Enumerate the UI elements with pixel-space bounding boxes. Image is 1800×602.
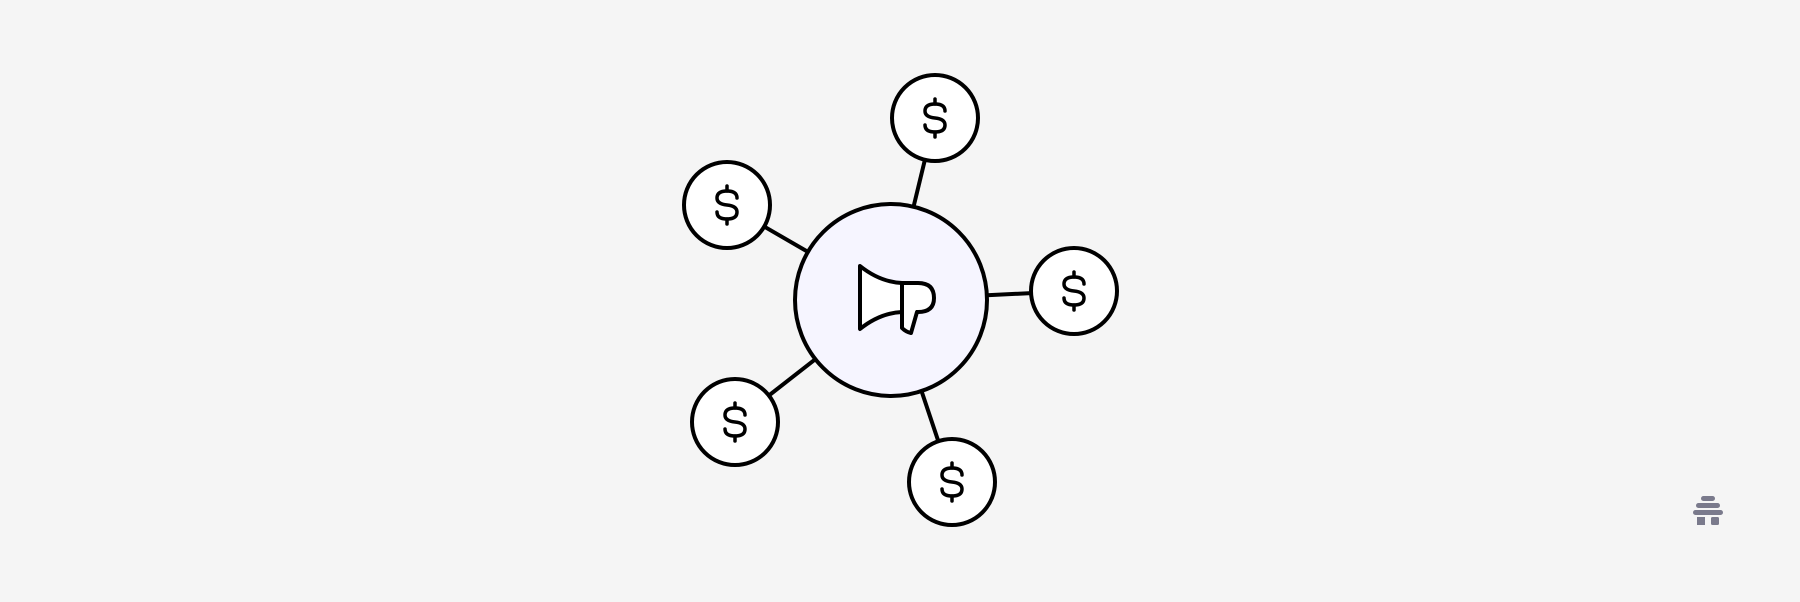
- dollar-icon: [723, 401, 747, 443]
- dollar-node: [907, 437, 997, 527]
- beehive-logo-icon: [1693, 496, 1723, 525]
- dollar-icon: [923, 97, 947, 139]
- connector-line: [763, 224, 809, 254]
- dollar-node: [890, 73, 980, 163]
- connector-line: [911, 159, 927, 208]
- connector-line: [986, 291, 1032, 298]
- dollar-node: [690, 377, 780, 467]
- dollar-node: [1029, 246, 1119, 336]
- hub-node: [793, 202, 989, 398]
- connector-line: [919, 390, 941, 442]
- dollar-icon: [1062, 270, 1086, 312]
- connector-line: [767, 357, 817, 398]
- dollar-node: [682, 160, 772, 250]
- dollar-icon: [715, 184, 739, 226]
- megaphone-icon: [858, 264, 936, 335]
- dollar-icon: [940, 461, 964, 503]
